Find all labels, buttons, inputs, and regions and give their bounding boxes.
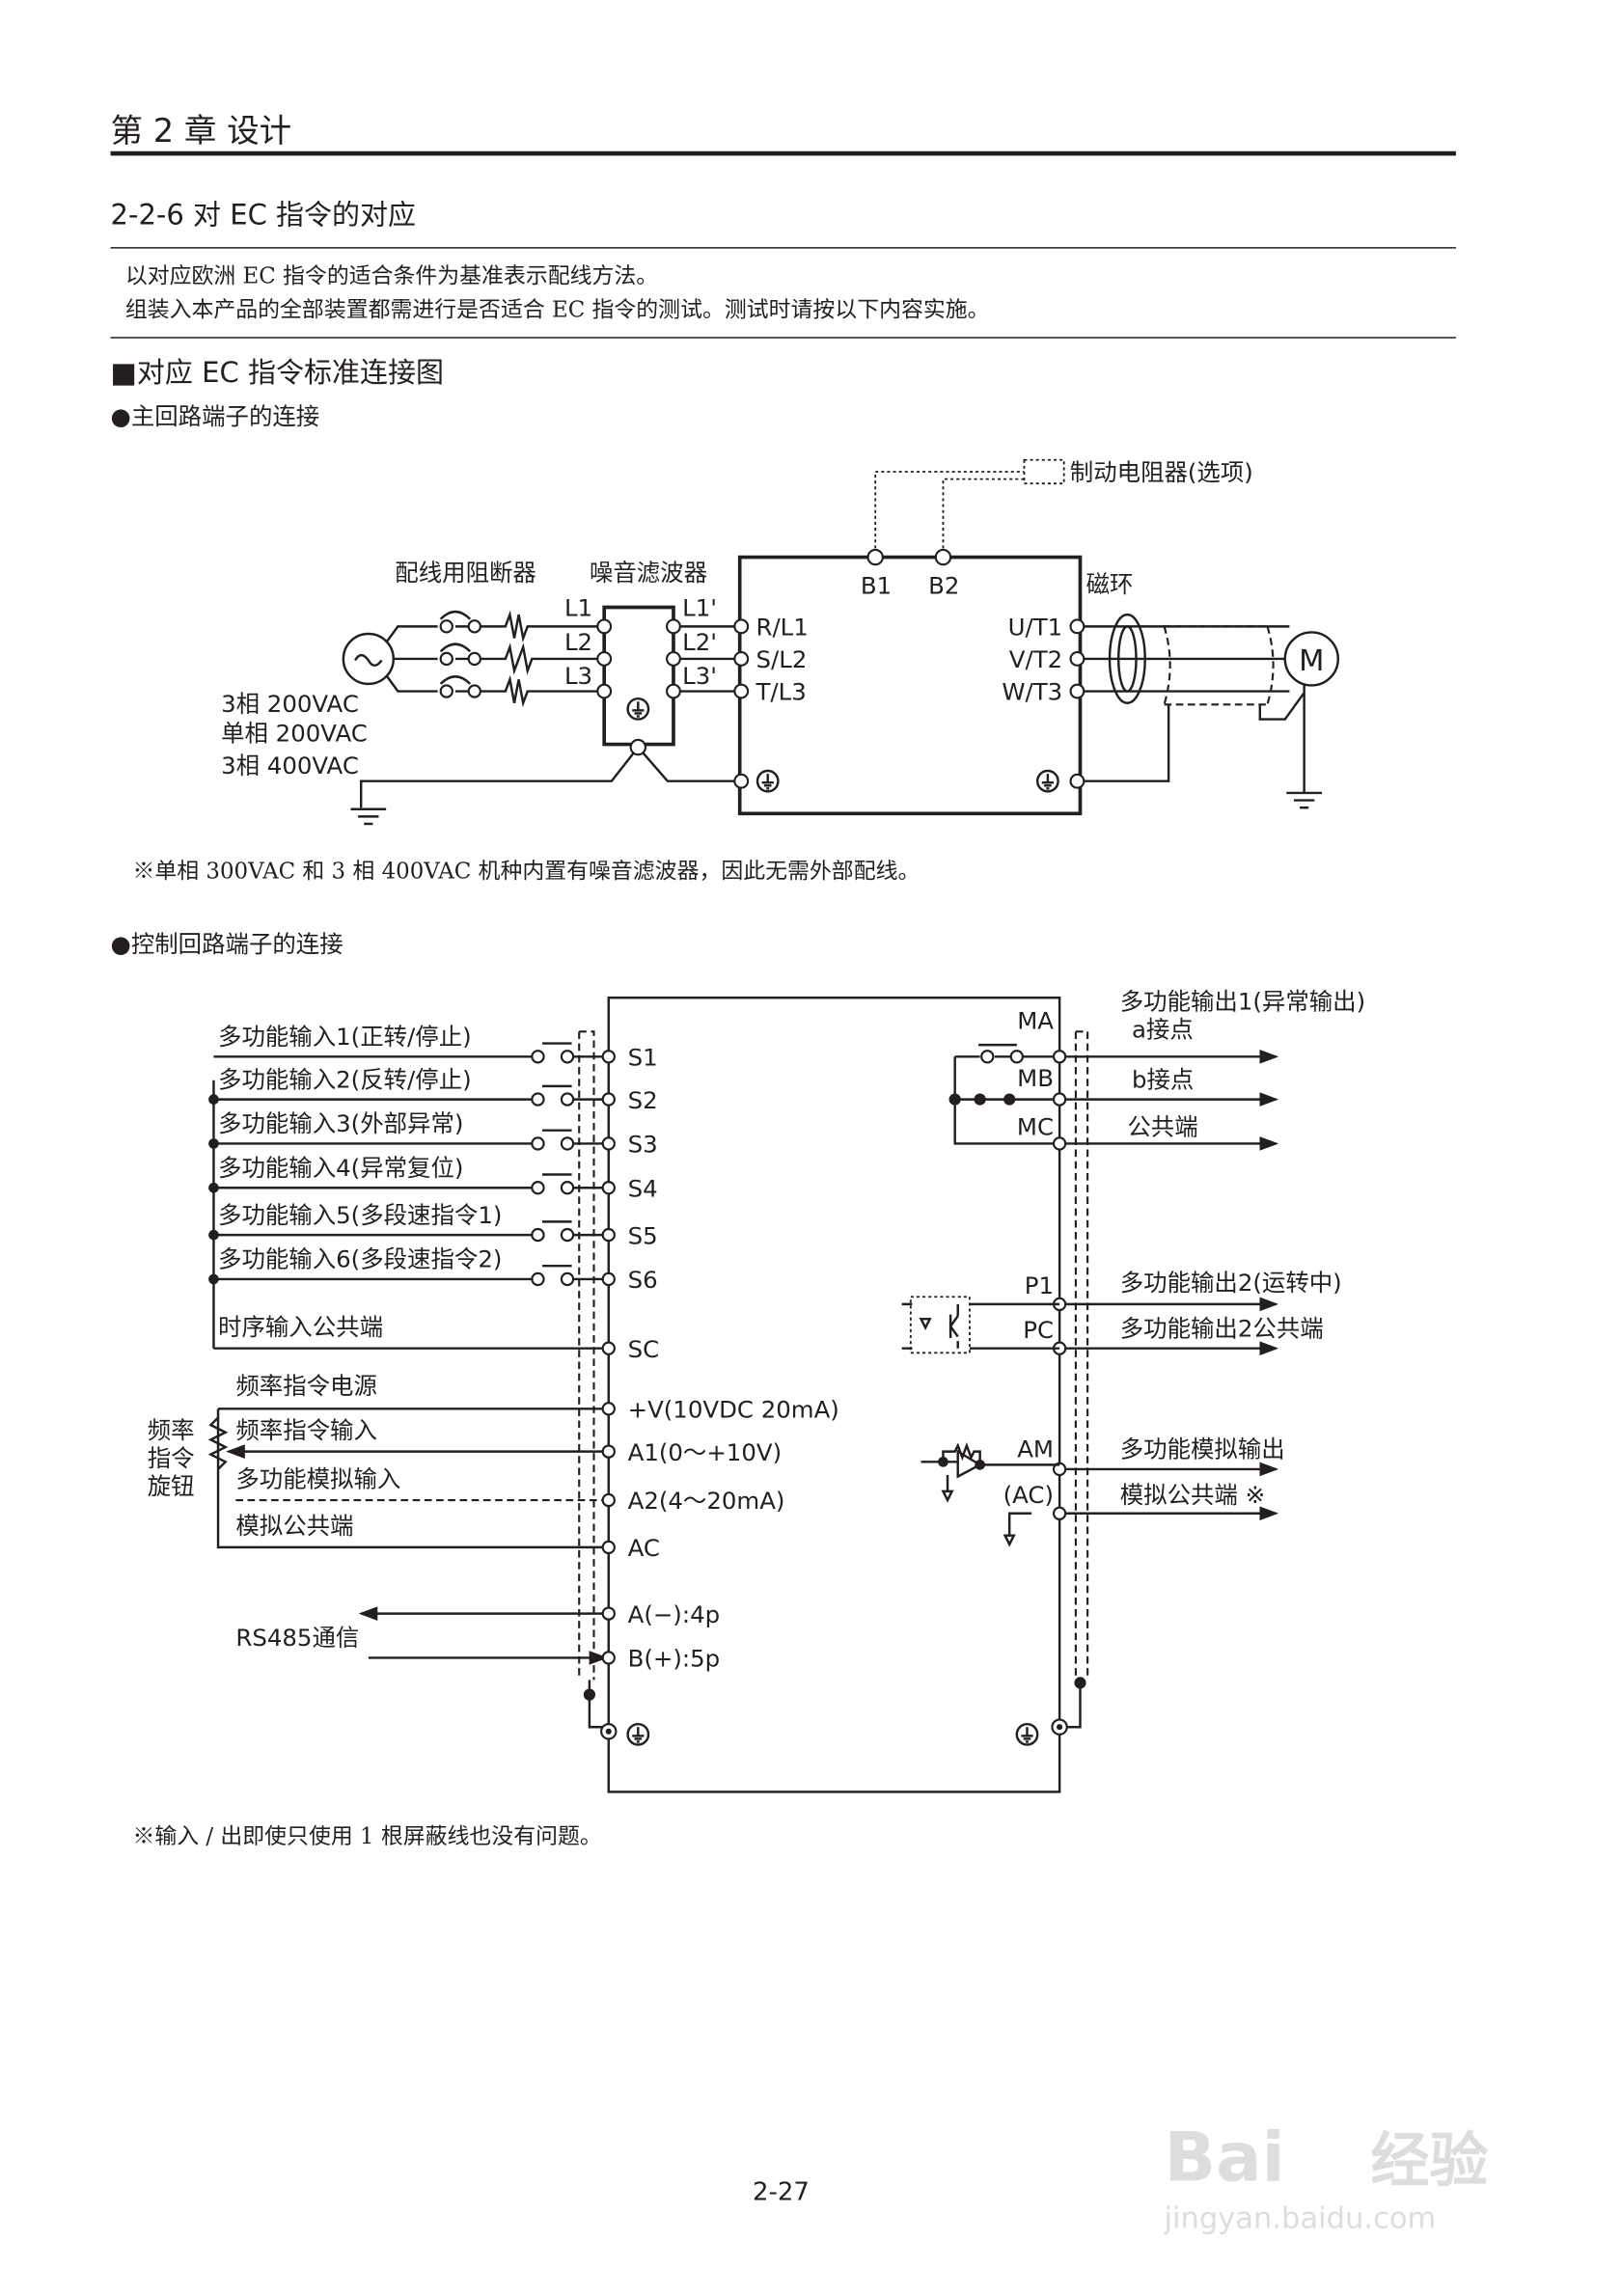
output-terminal: PC: [1023, 1316, 1054, 1344]
rs485-label: RS485通信: [235, 1624, 359, 1652]
terminal-s-l2: S/L2: [756, 645, 807, 673]
pot-label-2: 指令: [148, 1444, 195, 1472]
input-terminal: S3: [628, 1131, 658, 1159]
input-terminal: S5: [628, 1221, 658, 1249]
control-circuit-note: ※输入 / 出即使只使用 1 根屏蔽线也没有问题。: [132, 1824, 601, 1849]
motor-label: M: [1299, 644, 1324, 678]
breaker-label: 配线用阻断器: [395, 559, 536, 587]
brake-resistor-label: 制动电阻器(选项): [1070, 458, 1253, 486]
breaker-contacts: [439, 619, 481, 698]
photocoupler-icon: [909, 1296, 971, 1354]
terminal-r-l1: R/L1: [756, 614, 808, 642]
filter-l3p: L3': [682, 662, 717, 690]
output-label: 多功能输出2公共端: [1120, 1314, 1324, 1342]
output-terminal: AM: [1017, 1435, 1054, 1463]
control-circuit-diagram: 多功能输入1(正转/停止) S1 多功能输入2(反转/停止) S2 多功能输入3(外部异…: [148, 987, 1365, 1793]
input-label: 多功能输入4(异常复位): [218, 1154, 463, 1182]
input-terminal: S1: [628, 1043, 658, 1071]
potentiometer-icon: [207, 1416, 229, 1470]
output-terminal: P1: [1025, 1271, 1054, 1299]
filter-l1p: L1': [682, 594, 717, 622]
output-terminal: MB: [1017, 1064, 1054, 1092]
output-label: 模拟公共端 ※: [1120, 1481, 1265, 1509]
input-label: 多功能输入2(反转/停止): [218, 1065, 472, 1093]
output-terminal: MC: [1017, 1112, 1054, 1140]
terminal-u-t1: U/T1: [1008, 614, 1063, 642]
control-circuit-heading: ●控制回路端子的连接: [111, 930, 343, 958]
input-terminal: S2: [628, 1086, 658, 1114]
output-label: a接点: [1132, 1015, 1194, 1043]
analog-input-label: 多功能模拟输入: [235, 1464, 400, 1492]
brake-resistor-icon: [1023, 458, 1065, 485]
main-circuit-diagram: 制动电阻器(选项) B1 B2 配线用阻断器 噪音滤波器 磁环 L1 L2 L3…: [221, 458, 1339, 826]
motor-icon: [1283, 631, 1339, 687]
output-label: 多功能模拟输出: [1120, 1435, 1285, 1463]
input-terminal: S6: [628, 1266, 658, 1294]
terminal-b1: B1: [861, 572, 892, 600]
output-label: b接点: [1132, 1065, 1194, 1093]
shielded-cable: [1163, 625, 1275, 706]
output-terminal: (AC): [1003, 1481, 1054, 1509]
intro-line-2: 组装入本产品的全部装置都需进行是否适合 EC 指令的测试。测试时请按以下内容实施…: [125, 298, 990, 323]
terminal-b-plus: B(+):5p: [628, 1645, 721, 1673]
filter-l1: L1: [564, 594, 592, 622]
terminal-ac: AC: [628, 1534, 660, 1562]
supply-label-3: 3相 400VAC: [221, 752, 359, 779]
svg-text:Bai: Bai: [1165, 2118, 1285, 2198]
junction-dot: [208, 1273, 219, 1285]
freq-input-label: 频率指令输入: [235, 1416, 377, 1444]
terminal-b2: B2: [928, 572, 959, 600]
analog-common-label: 模拟公共端: [235, 1512, 353, 1540]
output-label: 多功能输出2(运转中): [1120, 1269, 1342, 1297]
terminal-sc: SC: [628, 1335, 660, 1363]
terminal-v-t2: V/T2: [1009, 645, 1062, 673]
control-board-box: [607, 996, 1061, 1793]
subheading: ■对应 EC 指令标准连接图: [111, 356, 444, 389]
svg-text:经验: 经验: [1370, 2127, 1488, 2196]
chapter-title: 第 2 章 设计: [111, 112, 292, 150]
main-circuit-note: ※单相 300VAC 和 3 相 400VAC 机种内置有噪音滤波器，因此无需外…: [132, 860, 920, 885]
sc-label: 时序输入公共端: [218, 1313, 383, 1341]
output-terminal: MA: [1017, 1006, 1054, 1034]
page-number: 2-27: [753, 2177, 810, 2206]
main-circuit-heading: ●主回路端子的连接: [111, 402, 320, 430]
output-label: 公共端: [1127, 1112, 1197, 1140]
supply-label-1: 3相 200VAC: [221, 690, 359, 718]
relay-output-title: 多功能输出1(异常输出): [1120, 987, 1365, 1015]
intro-line-1: 以对应欧洲 EC 指令的适合条件为基准表示配线方法。: [125, 263, 658, 288]
pot-label-3: 旋钮: [148, 1472, 195, 1500]
terminal-a2: A2(4～20mA): [628, 1487, 785, 1515]
terminal-a1: A1(0～+10V): [628, 1438, 783, 1466]
freq-power-label: 频率指令电源: [235, 1372, 377, 1400]
filter-l2p: L2': [682, 628, 717, 656]
junction-dot: [208, 1182, 219, 1193]
ferrite-label: 磁环: [1086, 570, 1134, 598]
input-label: 多功能输入3(外部异常): [218, 1109, 463, 1137]
ferrite-ring-icon: [1108, 613, 1146, 704]
supply-label-2: 单相 200VAC: [221, 719, 368, 747]
filter-label: 噪音滤波器: [590, 559, 707, 587]
pot-label-1: 频率: [148, 1416, 195, 1444]
junction-dot: [208, 1094, 219, 1105]
terminal-t-l3: T/L3: [755, 678, 806, 706]
svg-text:jingyan.baidu.com: jingyan.baidu.com: [1164, 2201, 1437, 2235]
junction-dot: [208, 1229, 219, 1241]
noise-filter-box: [602, 605, 675, 747]
input-label: 多功能输入1(正转/停止): [218, 1023, 472, 1051]
input-label: 多功能输入5(多段速指令1): [218, 1201, 502, 1229]
filter-l2: L2: [564, 628, 592, 656]
terminal-w-t3: W/T3: [1002, 678, 1062, 706]
terminal-a-minus: A(−):4p: [628, 1600, 721, 1628]
input-terminal: S4: [628, 1174, 658, 1202]
baidu-watermark-logo: Bai 经验 jingyan.baidu.com: [1164, 2118, 1489, 2236]
terminal-v: +V(10VDC 20mA): [628, 1395, 839, 1423]
input-label: 多功能输入6(多段速指令2): [218, 1245, 502, 1273]
filter-l3: L3: [564, 662, 592, 690]
junction-dot: [208, 1138, 219, 1149]
section-title: 2-2-6 对 EC 指令的对应: [111, 198, 417, 231]
